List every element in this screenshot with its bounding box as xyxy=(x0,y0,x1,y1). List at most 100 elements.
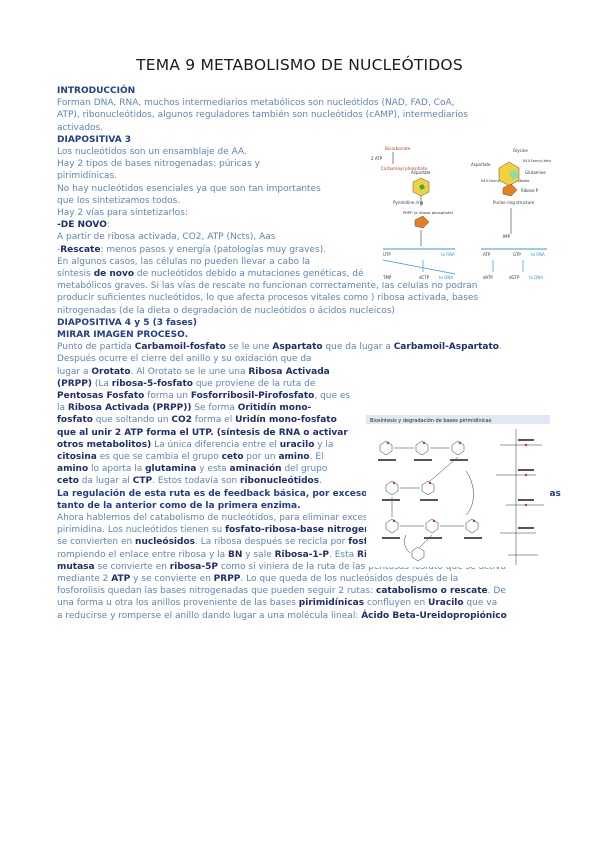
body-text-run: ATP), ribonucleótidos, algunos regulador… xyxy=(57,110,468,121)
text-line: citosina es que se cambia el grupo ceto … xyxy=(57,451,324,463)
body-text-run: forma el xyxy=(191,415,236,426)
keyword-text: fosfato xyxy=(57,415,93,426)
body-text-run: No hay nucleótidos esenciales ya que son… xyxy=(57,183,321,194)
keyword-text: Aspartato xyxy=(272,342,323,353)
keyword-text: ceto xyxy=(57,476,79,487)
fig1-label: 2 ATP xyxy=(371,156,383,161)
keyword-text: ribosa-5-fosfato xyxy=(111,378,193,389)
text-line: otros metabolitos) La única diferencia e… xyxy=(57,439,333,451)
fig1-label: Ribose P xyxy=(521,188,539,193)
text-line: mutasa se convierte en ribosa-5P como si… xyxy=(57,561,506,573)
body-text-run: Hay 2 tipos de bases nitrogenadas: púric… xyxy=(57,159,260,170)
body-text-run: Forman DNA, RNA, muchos intermediarios m… xyxy=(57,98,455,109)
text-line: una forma u otra los anillos proveniente… xyxy=(57,597,497,609)
keyword-text: uracilo xyxy=(279,439,315,450)
keyword-text: BN xyxy=(228,549,243,560)
body-text-run: y sale xyxy=(242,549,275,560)
heading-text: MIRAR IMAGEN PROCESO. xyxy=(57,330,189,340)
body-text-run: : menos pasos y energía (patologías muy … xyxy=(100,244,327,255)
text-line: Punto de partida Carbamoil-fosfato se le… xyxy=(57,341,502,353)
body-text-run: . Estos todavía son xyxy=(152,476,241,487)
fig1-label: dATP xyxy=(483,275,493,280)
body-text-run: a reducirse y romperse el anillo dando l… xyxy=(57,610,362,621)
body-text-run: da lugar al xyxy=(78,476,133,487)
fig1-label: ATP xyxy=(483,252,491,257)
text-line: Hay 2 vías para sintetizarlos: xyxy=(57,207,188,219)
keyword-text: ceto xyxy=(221,452,244,462)
fig1-label: TMP xyxy=(382,275,392,280)
body-text-run: . El xyxy=(309,452,324,462)
text-line: (PRPP) (La ribosa-5-fosfato que proviene… xyxy=(57,378,315,390)
keyword-text: Uridín mono-fosfato xyxy=(235,415,337,426)
text-line: tanto de la anterior como de la primera … xyxy=(57,500,301,512)
text-line: Ahora hablemos del catabolismo de nucleó… xyxy=(57,512,467,524)
keyword-text: catabolismo o rescate xyxy=(376,586,488,597)
fig1-label: Aspartate xyxy=(471,162,491,167)
keyword-text: amino xyxy=(278,452,310,462)
fig1-label: Bicarbonate xyxy=(385,146,411,151)
keyword-text: nucleósidos xyxy=(135,537,195,548)
body-text-run: Los nucleótidos son un ensamblaje de AA. xyxy=(57,147,247,157)
fig1-label: Carbamoyl phosphate xyxy=(381,166,428,171)
fig1-label: to RNA xyxy=(531,252,545,257)
body-text-run: A partir de ribosa activada, CO2, ATP (N… xyxy=(57,232,276,243)
heading-text: INTRODUCCIÓN xyxy=(57,86,136,96)
keyword-text: ribonucleótidos xyxy=(240,476,320,487)
text-line: La regulación de esta ruta es de feedbac… xyxy=(57,488,561,500)
body-text-run: rompiendo el enlace entre ribosa y la xyxy=(57,549,229,560)
body-text-run: una forma u otra los anillos proveniente… xyxy=(57,598,299,609)
fig1-label: IMP xyxy=(503,234,511,239)
body-text-run: producir suficientes nucleótidos, lo que… xyxy=(57,293,479,304)
body-text-run: se le une xyxy=(225,342,273,353)
body-text-run: . Esta xyxy=(329,549,358,560)
fig2-header: Biosíntesis y degradación de bases pirim… xyxy=(370,417,492,424)
body-text-run: nitrogenadas (de la dieta o degradación … xyxy=(57,305,395,316)
keyword-text: Carbamoil-fosfato xyxy=(134,342,226,353)
body-text-run: se convierten en xyxy=(57,537,136,548)
text-line: pirimidínicas. xyxy=(57,170,117,182)
body-text-run: : xyxy=(106,220,110,231)
heading-text: tanto de la anterior como de la primera … xyxy=(57,500,301,511)
keyword-text: amino xyxy=(57,464,89,475)
keyword-text: aminación xyxy=(229,464,282,475)
body-text-run: En algunos casos, las células no pueden … xyxy=(57,256,311,267)
figure-pyrimidine-pathway: Biosíntesis y degradación de bases pirim… xyxy=(366,415,550,567)
body-text-run: de nucleótidos debido a mutaciones genét… xyxy=(134,269,501,279)
keyword-text: Orotato xyxy=(91,366,131,377)
figure-nucleotide-synthesis: Bicarbonate 2 ATP Carbamoyl phosphate As… xyxy=(363,142,551,282)
text-line: En algunos casos, las células no pueden … xyxy=(57,256,310,268)
body-text-run: Hay 2 vías para sintetizarlos: xyxy=(57,208,188,218)
body-text-run: Punto de partida xyxy=(57,342,135,353)
body-text-run: . Lo que queda de los nucleósidos despué… xyxy=(240,574,459,584)
text-line: Después ocurre el cierre del anillo y su… xyxy=(57,353,312,365)
keyword-text: ATP xyxy=(111,574,131,584)
text-line: Los nucleótidos son un ensamblaje de AA. xyxy=(57,146,247,158)
body-text-run: . Al Orotato se le une una xyxy=(130,366,249,377)
text-line: nitrogenadas (de la dieta o degradación … xyxy=(57,305,395,317)
keyword-text: glutamina xyxy=(145,464,197,475)
text-line: DIAPOSITIVA 3 xyxy=(57,134,131,146)
text-line: A partir de ribosa activada, CO2, ATP (N… xyxy=(57,231,275,243)
body-text-run: fosforolisis quedan las bases nitrogenad… xyxy=(57,586,376,597)
keyword-text: -DE NOVO xyxy=(57,220,107,231)
body-text-run: y esta xyxy=(196,464,230,475)
body-text-run: Después ocurre el cierre del anillo y su… xyxy=(57,354,312,365)
body-text-run: como si viniera de la ruta de las pentos… xyxy=(217,561,507,572)
body-text-run: (La xyxy=(91,378,112,389)
keyword-text: otros metabolitos) xyxy=(57,439,152,450)
body-text-run: . xyxy=(498,342,502,353)
page-title: TEMA 9 METABOLISMO DE NUCLEÓTIDOS xyxy=(136,56,463,74)
body-text-run: se convierte en xyxy=(94,561,170,572)
heading-text: DIAPOSITIVA 4 y 5 (3 fases) xyxy=(57,317,198,328)
keyword-text: CO2 xyxy=(171,415,192,426)
text-line: fosforolisis quedan las bases nitrogenad… xyxy=(57,585,506,597)
body-text-run: síntesis xyxy=(57,269,94,279)
fig1-label: dCTP xyxy=(419,275,430,280)
text-line: a reducirse y romperse el anillo dando l… xyxy=(57,610,507,622)
text-line: metabólicos graves. Si las vías de resca… xyxy=(57,280,478,292)
fig1-label: to RNA xyxy=(441,252,455,257)
body-text-run: que soltando un xyxy=(92,415,172,426)
keyword-text: Uracilo xyxy=(428,598,464,609)
body-text-run: que da lugar a xyxy=(322,342,394,353)
